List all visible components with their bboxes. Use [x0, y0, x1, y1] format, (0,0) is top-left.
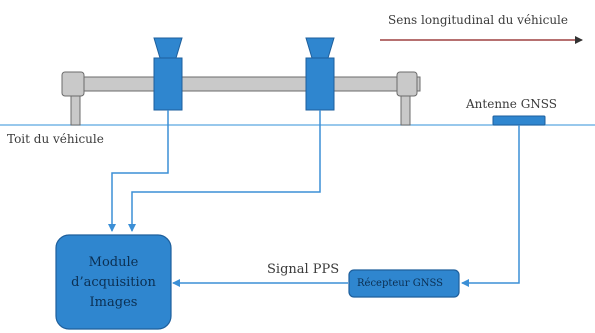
camera-1 [153, 37, 183, 111]
antenna-wire [461, 125, 520, 287]
right-mount-clamp [396, 71, 418, 97]
rack-bar [65, 76, 421, 92]
gnss-receiver-label: Récepteur GNSS [357, 278, 443, 289]
camera-2-wire [128, 110, 321, 232]
left-mount-clamp [61, 71, 85, 97]
camera-2-body [305, 57, 335, 111]
camera-1-body [153, 57, 183, 111]
module-line-3: Images [89, 295, 138, 311]
camera-2 [305, 37, 335, 111]
gnss-antenna [492, 115, 546, 126]
antenna-label: Antenne GNSS [466, 97, 558, 111]
camera-1-lens [153, 37, 183, 59]
acquisition-module-label: Module d’acquisition Images [56, 253, 171, 313]
roof-rack [61, 71, 421, 126]
signal-pps-label: Signal PPS [267, 262, 340, 277]
roof-label: Toit du véhicule [7, 132, 104, 146]
module-line-2: d’acquisition [71, 275, 156, 291]
module-line-1: Module [88, 255, 139, 270]
gnss-receiver-box [348, 269, 460, 298]
acquisition-module-box [55, 234, 172, 330]
camera-1-wire [108, 110, 169, 232]
direction-label: Sens longitudinal du véhicule [388, 13, 568, 27]
camera-2-lens [305, 37, 335, 59]
